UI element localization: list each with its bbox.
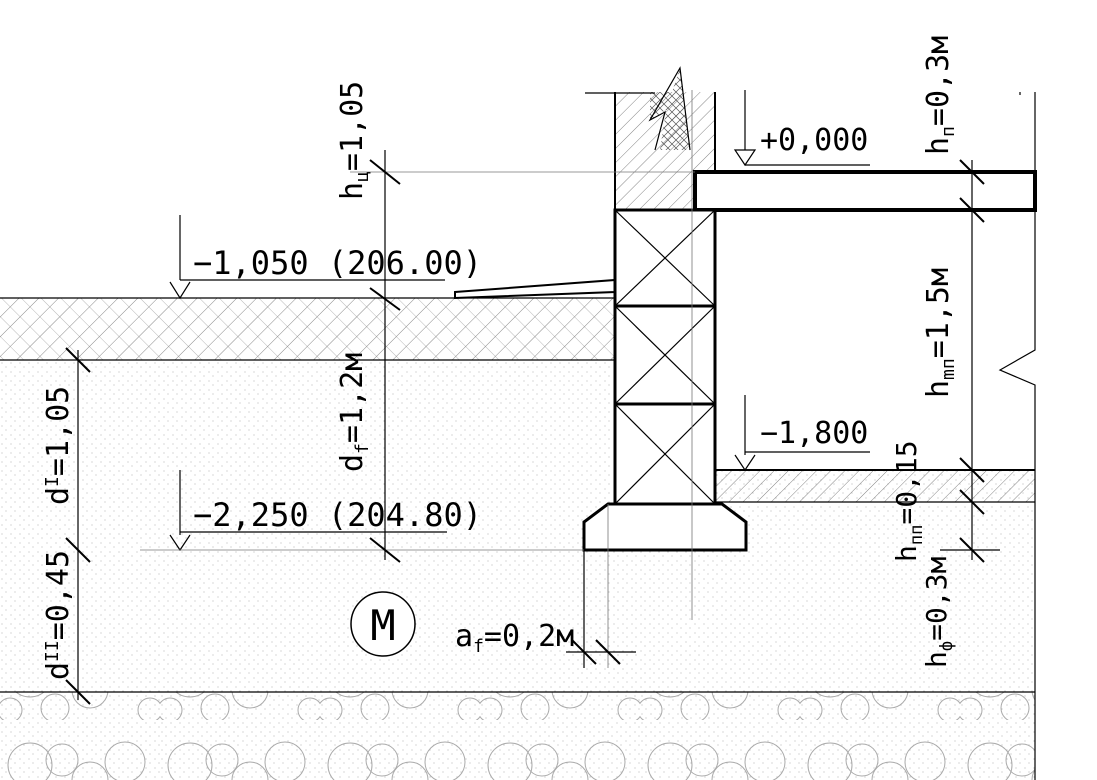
level-foundation-text: −2,250 (204.80): [193, 496, 482, 534]
level-basement-text: −1,800: [760, 416, 868, 451]
hmp-label: hmп=1,5м: [921, 268, 959, 398]
hpp-label: hпп=0,15: [890, 440, 927, 562]
topsoil-layer-cross: [0, 298, 615, 360]
level-zero-text: +0,000: [760, 123, 868, 158]
hc-label: hц=1,05: [335, 81, 373, 200]
gravel-layer: [0, 692, 1035, 780]
basement-floor-slab: [715, 470, 1035, 502]
df-label: df=1,2м: [335, 353, 373, 472]
soil-marker-text: М: [370, 601, 395, 650]
af-label: af=0,2м: [455, 619, 574, 657]
level-ground-text: −1,050 (206.00): [193, 244, 482, 282]
d2-label: dII=0,45: [41, 550, 76, 680]
basement-space: [715, 210, 1035, 470]
wall-break-line: [648, 66, 691, 151]
d1-label: dI=1,05: [41, 386, 76, 505]
section-break-line: [998, 92, 1036, 780]
hf-label: hф=0,3м: [920, 556, 957, 668]
hp-label: hп=0,3м: [921, 36, 959, 155]
soil-marker-circle: [350, 591, 416, 657]
foundation-pad: [582, 502, 748, 552]
floor-slab: [693, 170, 1037, 212]
wall-break-hatch: [650, 68, 690, 150]
block-wall: [613, 208, 717, 506]
